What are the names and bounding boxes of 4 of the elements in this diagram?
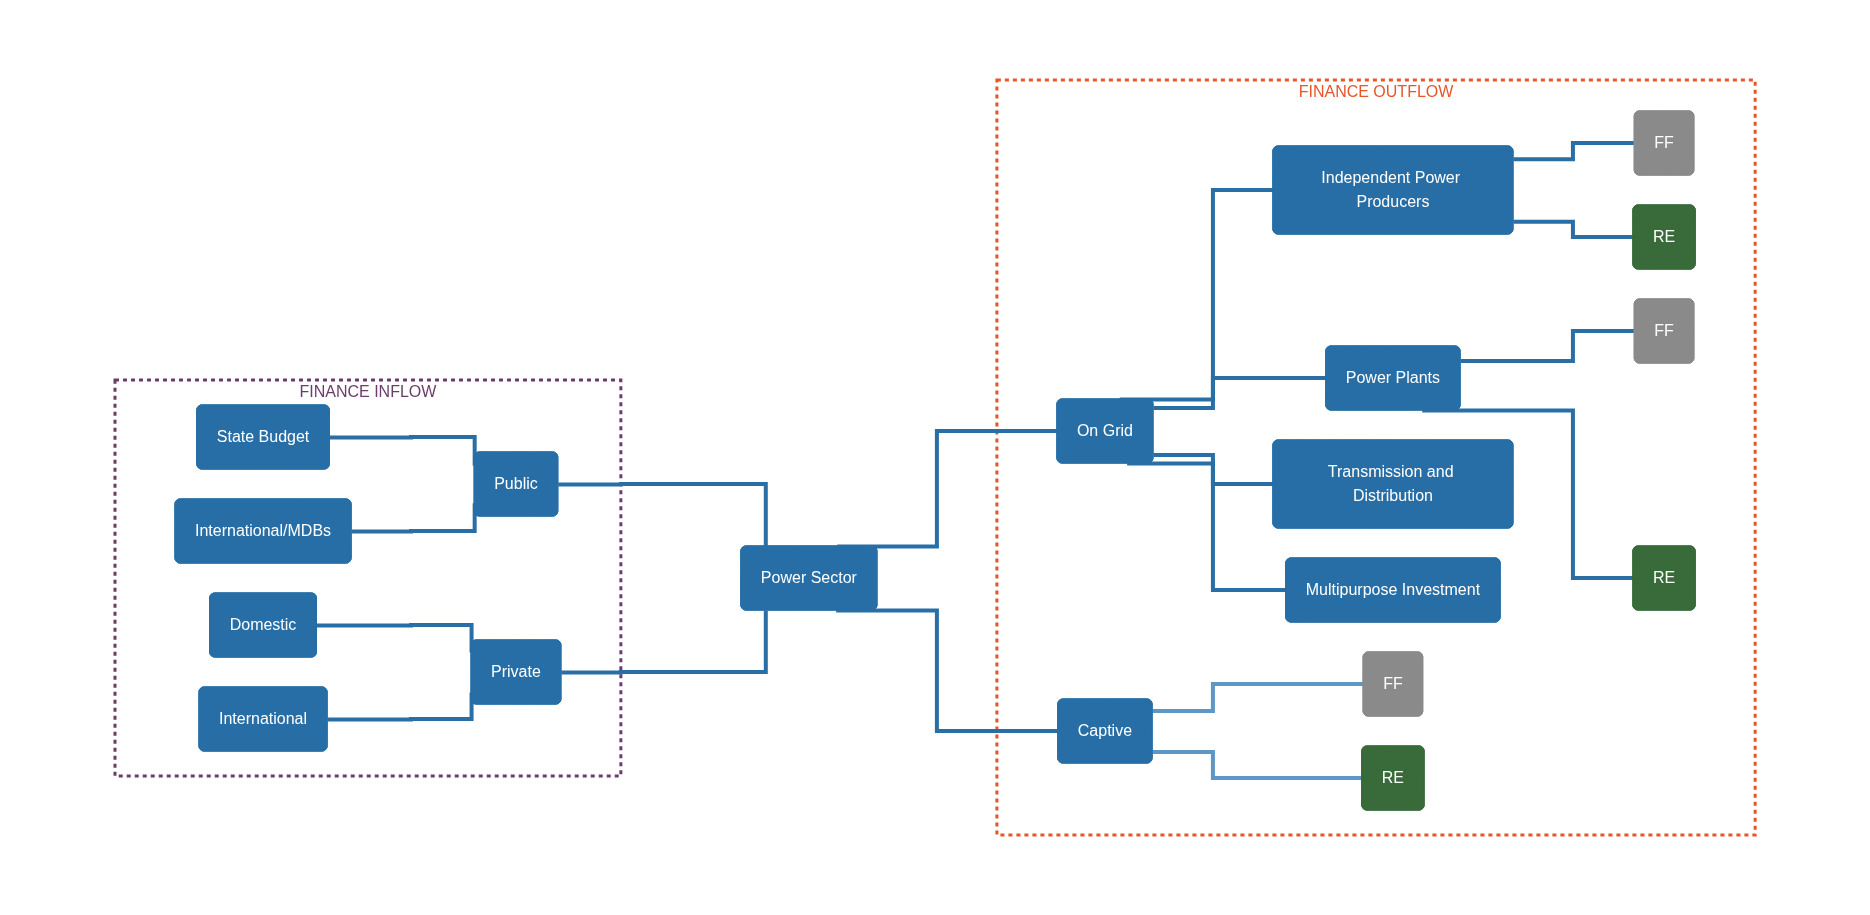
connector bbox=[329, 435, 477, 466]
connector bbox=[558, 482, 768, 547]
connector bbox=[561, 610, 768, 675]
connector bbox=[351, 503, 477, 534]
